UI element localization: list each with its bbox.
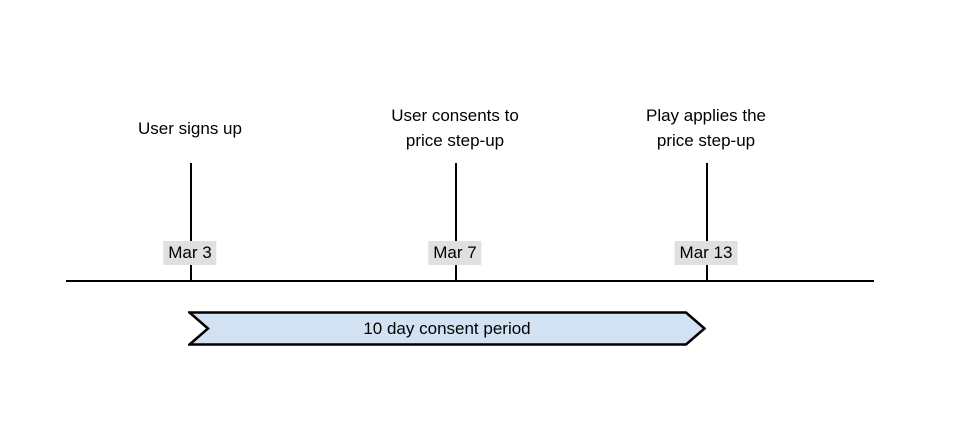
banner-arrow-shape: [188, 311, 706, 346]
consent-period-label: 10 day consent period: [363, 318, 531, 338]
event-caption-consent: User consents to price step-up: [391, 106, 519, 150]
consent-period-banner: 10 day consent period: [188, 311, 706, 346]
date-chip-signup: Mar 3: [163, 241, 217, 265]
event-tick-signup: [190, 163, 192, 282]
date-chip-consent: Mar 7: [428, 241, 482, 265]
date-chip-apply: Mar 13: [674, 241, 738, 265]
timeline-axis: [66, 280, 874, 282]
event-caption-apply: Play applies the price step-up: [645, 106, 767, 150]
event-tick-consent: [455, 163, 457, 282]
event-tick-apply: [706, 163, 708, 282]
event-caption-signup: User signs up: [138, 119, 242, 138]
